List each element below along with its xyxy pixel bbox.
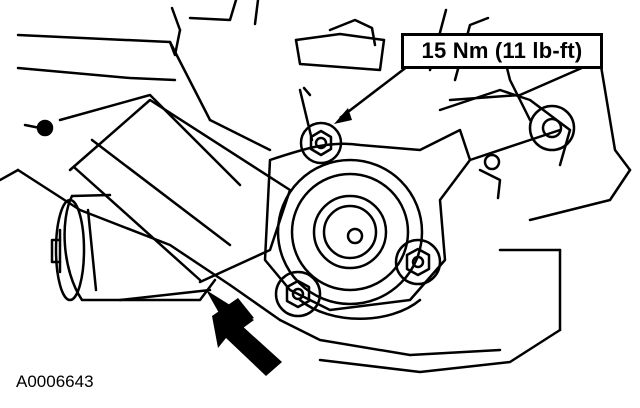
mounting-bracket bbox=[0, 0, 632, 374]
indicator-arrow bbox=[206, 290, 282, 376]
mounting-bolt-right bbox=[394, 238, 442, 286]
gear-housing bbox=[263, 128, 472, 320]
upper-stud bbox=[298, 18, 377, 142]
wiper-linkage-arm bbox=[36, 98, 292, 284]
wiper-motor-body bbox=[50, 193, 217, 302]
mounting-bolt-bottom bbox=[274, 270, 322, 318]
pivot-arm bbox=[438, 88, 576, 200]
torque-callout: 15 Nm (11 lb-ft) bbox=[401, 33, 603, 69]
callout-leader bbox=[334, 65, 409, 124]
figure-id: A0006643 bbox=[16, 372, 94, 391]
center-hub bbox=[276, 158, 424, 306]
